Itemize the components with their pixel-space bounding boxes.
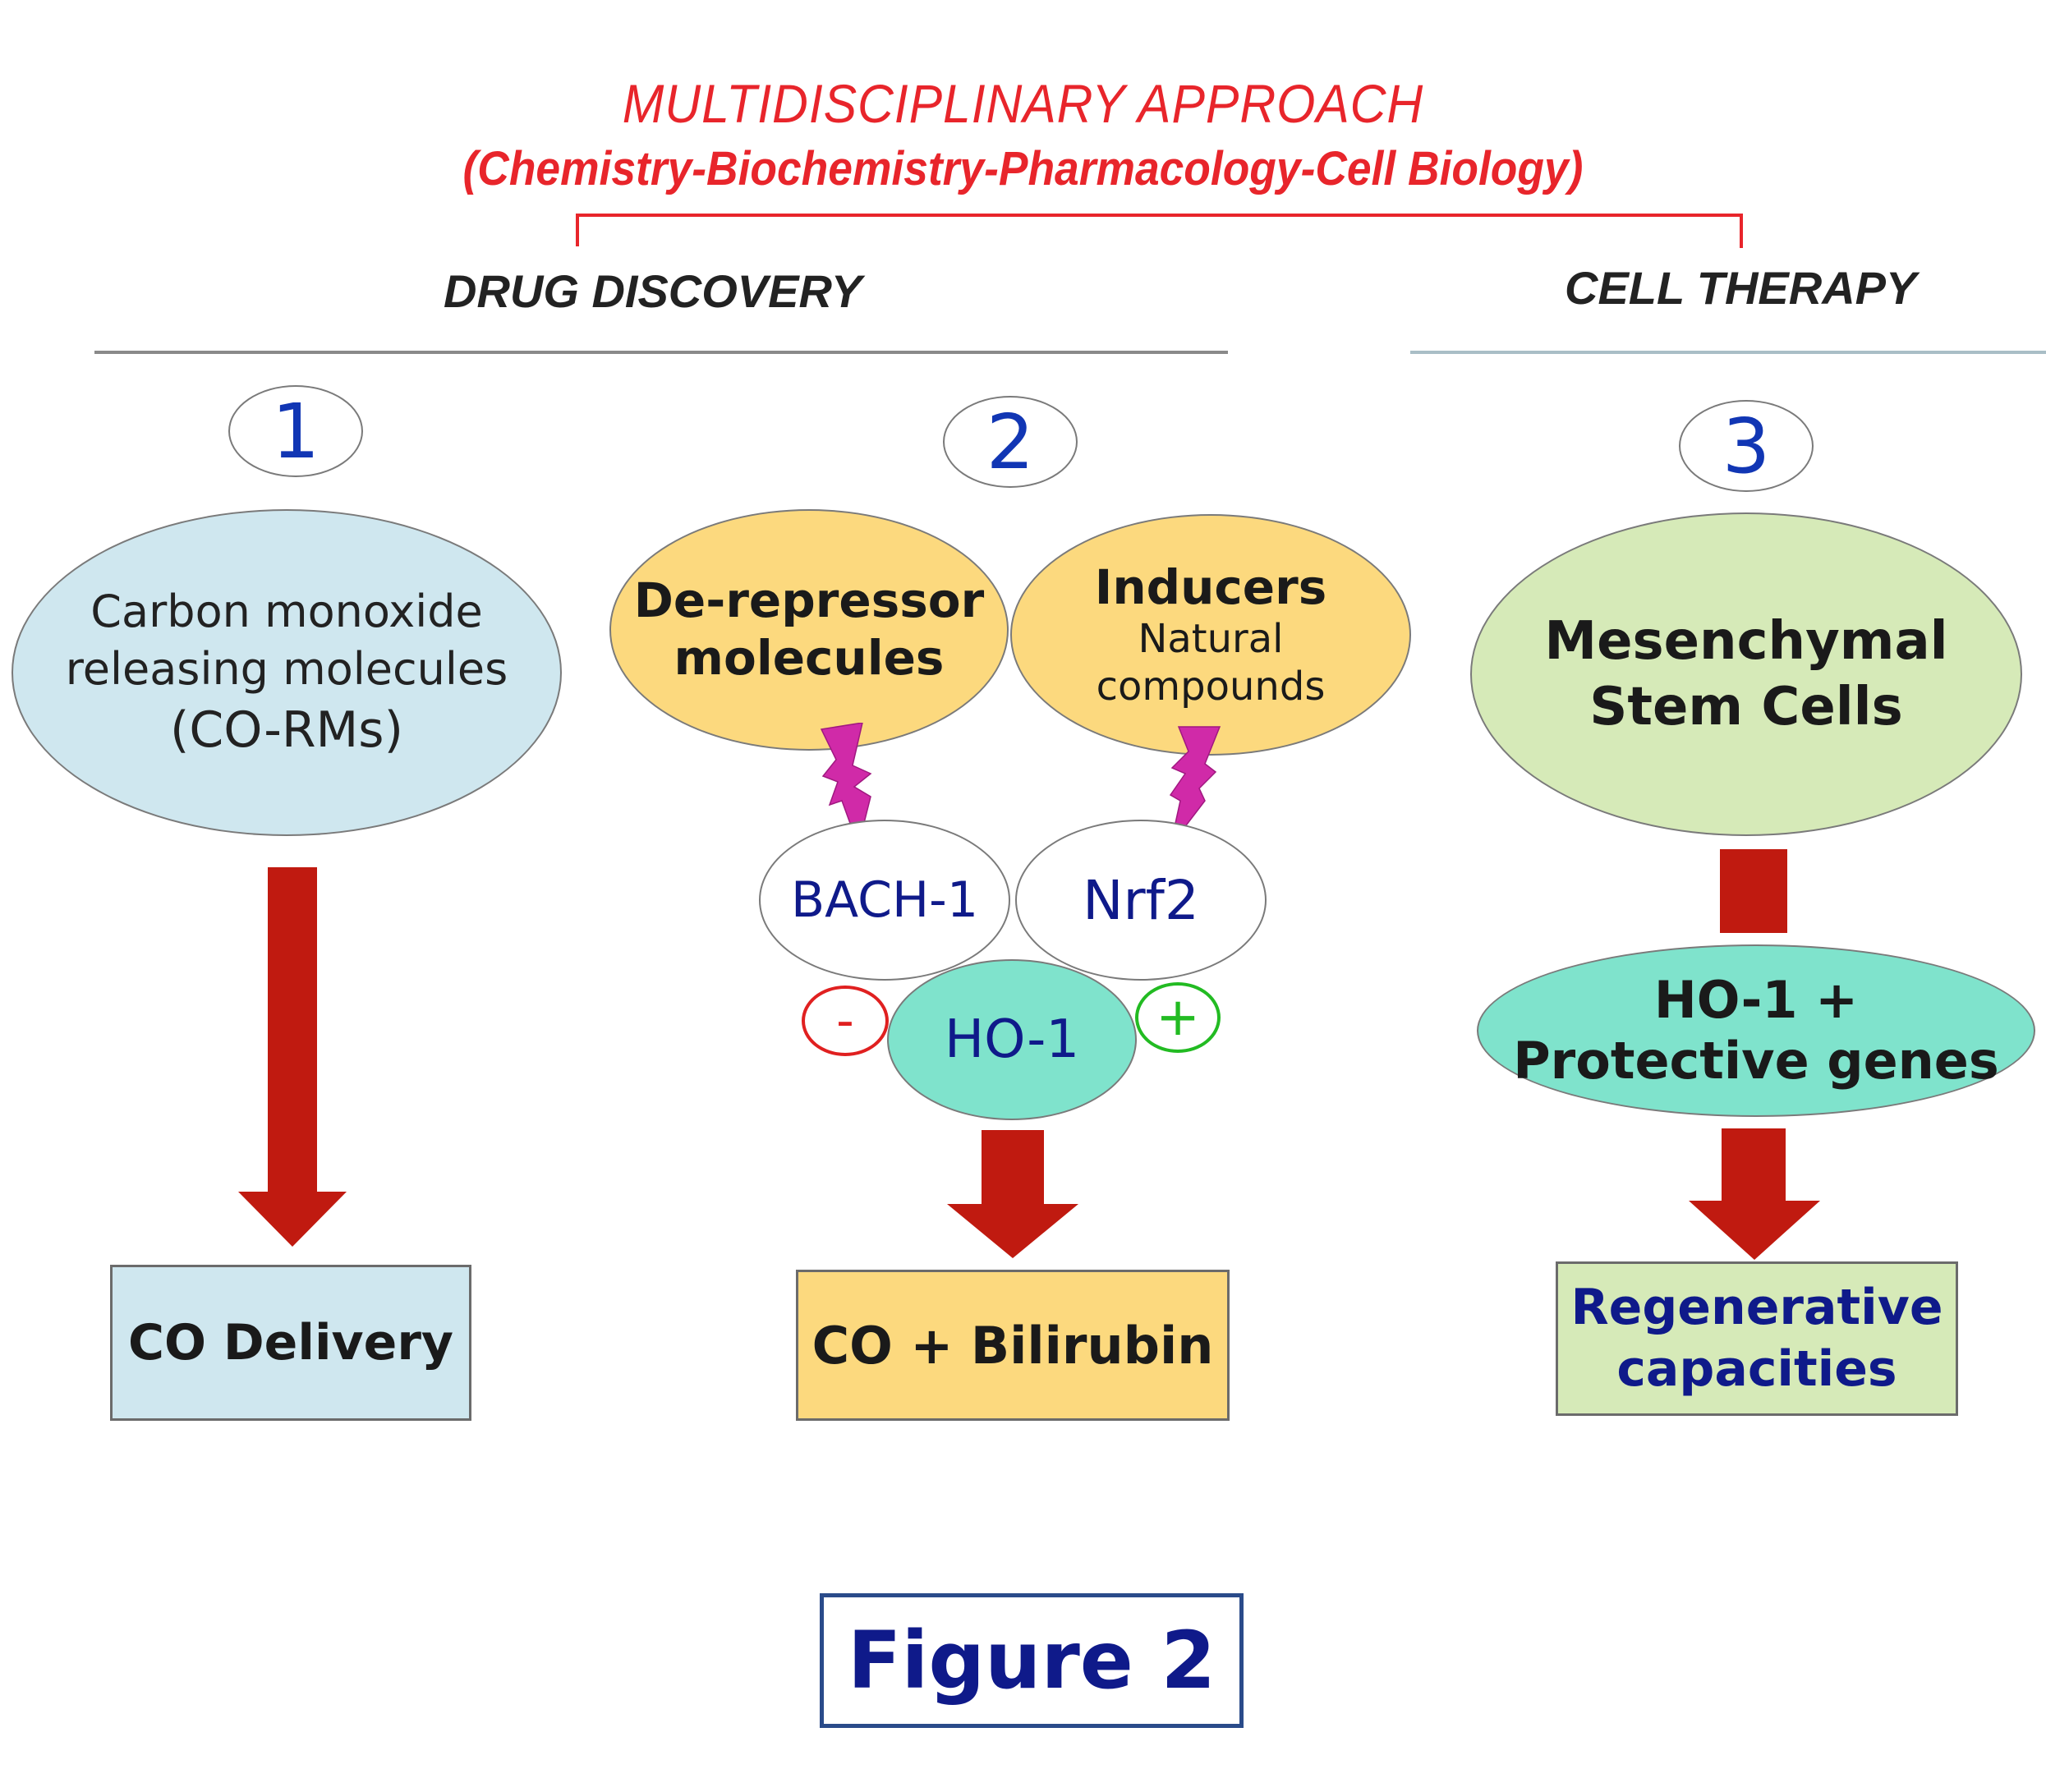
diagram-title: MULTIDISCIPLINARY APPROACH [622, 73, 1424, 134]
connector-msc-to-genes [1720, 849, 1787, 933]
corm-line-2: releasing molecules [65, 643, 508, 695]
section-cell-therapy: CELL THERAPY [1565, 262, 1917, 314]
arrow-genes-to-regenerative [1689, 1128, 1820, 1260]
drug-discovery-divider [94, 351, 1228, 354]
corm-line-1: Carbon monoxide [90, 585, 483, 637]
bach1-ellipse: BACH-1 [759, 820, 1010, 981]
inducers-ellipse: Inducers Natural compounds [1010, 514, 1411, 756]
co-bilirubin-box: CO + Bilirubin [796, 1270, 1230, 1421]
activation-plus-icon: + [1135, 982, 1221, 1053]
msc-ellipse: Mesenchymal Stem Cells [1470, 512, 2022, 836]
corm-ellipse: Carbon monoxide releasing molecules (CO-… [11, 509, 562, 836]
nrf2-ellipse: Nrf2 [1015, 820, 1267, 981]
co-delivery-box: CO Delivery [110, 1265, 471, 1421]
cell-therapy-divider [1410, 351, 2046, 354]
step-number-3: 3 [1679, 400, 1814, 492]
step-number-2: 2 [943, 396, 1078, 488]
step-number-1: 1 [228, 385, 363, 477]
ho1-ellipse: HO-1 [887, 959, 1137, 1120]
approach-bracket [576, 214, 1743, 248]
regenerative-box: Regenerative capacities [1556, 1261, 1958, 1416]
lightning-inducers-icon [1169, 726, 1221, 846]
repression-minus-icon: - [802, 986, 889, 1056]
protective-genes-ellipse: HO-1 + Protective genes [1477, 944, 2035, 1117]
figure-label-box: Figure 2 [820, 1593, 1244, 1728]
derepressor-ellipse: De-repressor molecules [609, 509, 1009, 751]
arrow-ho1-to-products [947, 1130, 1078, 1258]
diagram-subtitle: (Chemistry-Biochemistry-Pharmacology-Cel… [462, 142, 1584, 195]
corm-line-3: (CO-RMs) [170, 701, 403, 760]
lightning-derepressor-icon [820, 723, 872, 846]
arrow-corm-to-delivery [238, 867, 347, 1247]
section-drug-discovery: DRUG DISCOVERY [444, 265, 862, 317]
